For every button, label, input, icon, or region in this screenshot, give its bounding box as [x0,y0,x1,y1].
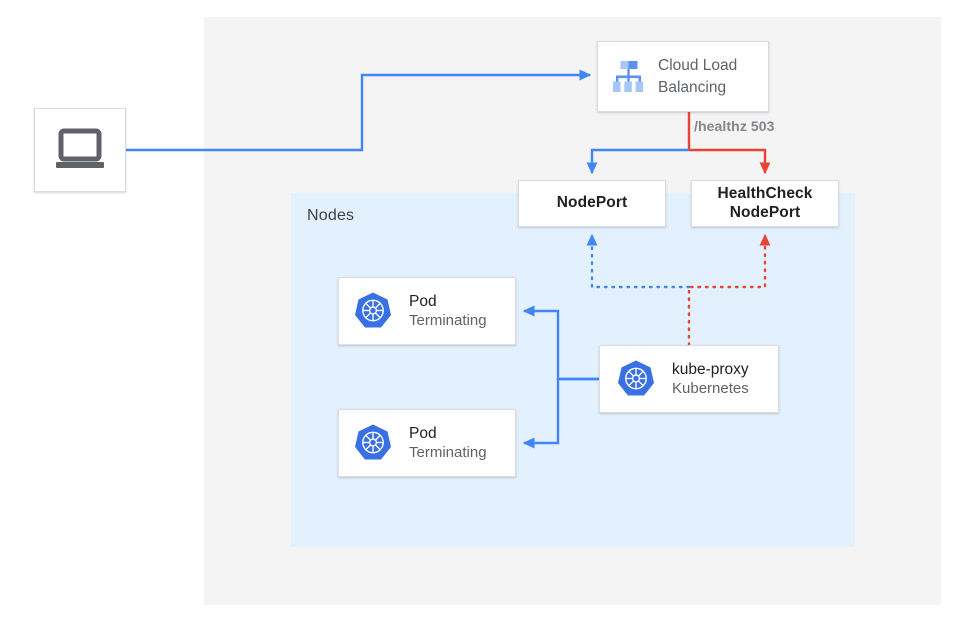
pod-node-1-text: Pod Terminating [409,292,487,331]
healthcheck-nodeport-label: HealthCheck NodePort [718,185,813,222]
kube-proxy-title: kube-proxy [672,360,749,378]
healthcheck-nodeport-label-line2: NodePort [729,203,801,221]
kubernetes-icon [355,292,391,328]
pod-node-1: Pod Terminating [338,277,516,345]
nodes-panel-label: Nodes [307,207,355,224]
laptop-icon [56,128,104,168]
cloud-load-balancing-node: Cloud Load Balancing [597,41,769,112]
cloud-load-balancing-label-line1: Cloud Load [658,57,738,75]
pod-node-1-title: Pod [409,292,437,310]
healthz-edge-label: /healthz 503 [694,118,775,134]
healthcheck-nodeport-label-line1: HealthCheck [717,184,813,202]
pod-node-2: Pod Terminating [338,409,516,477]
pod-node-2-title: Pod [409,424,437,442]
kube-proxy-node: kube-proxy Kubernetes [599,345,779,413]
kubernetes-icon [618,360,654,396]
client-device-node [34,108,126,192]
pod-node-2-status: Terminating [409,443,487,461]
healthcheck-nodeport-node: HealthCheck NodePort [691,180,839,227]
cloud-load-balancing-label-line2: Balancing [658,78,727,96]
kube-proxy-subtitle: Kubernetes [672,379,749,397]
kube-proxy-text: kube-proxy Kubernetes [672,360,749,399]
nodeport-label: NodePort [556,194,628,212]
pod-node-1-status: Terminating [409,311,487,329]
cloud-load-balancing-icon [613,60,644,92]
nodeport-node: NodePort [518,180,666,227]
cloud-load-balancing-label: Cloud Load Balancing [658,55,737,98]
kubernetes-icon [355,424,391,460]
pod-node-2-text: Pod Terminating [409,424,487,463]
